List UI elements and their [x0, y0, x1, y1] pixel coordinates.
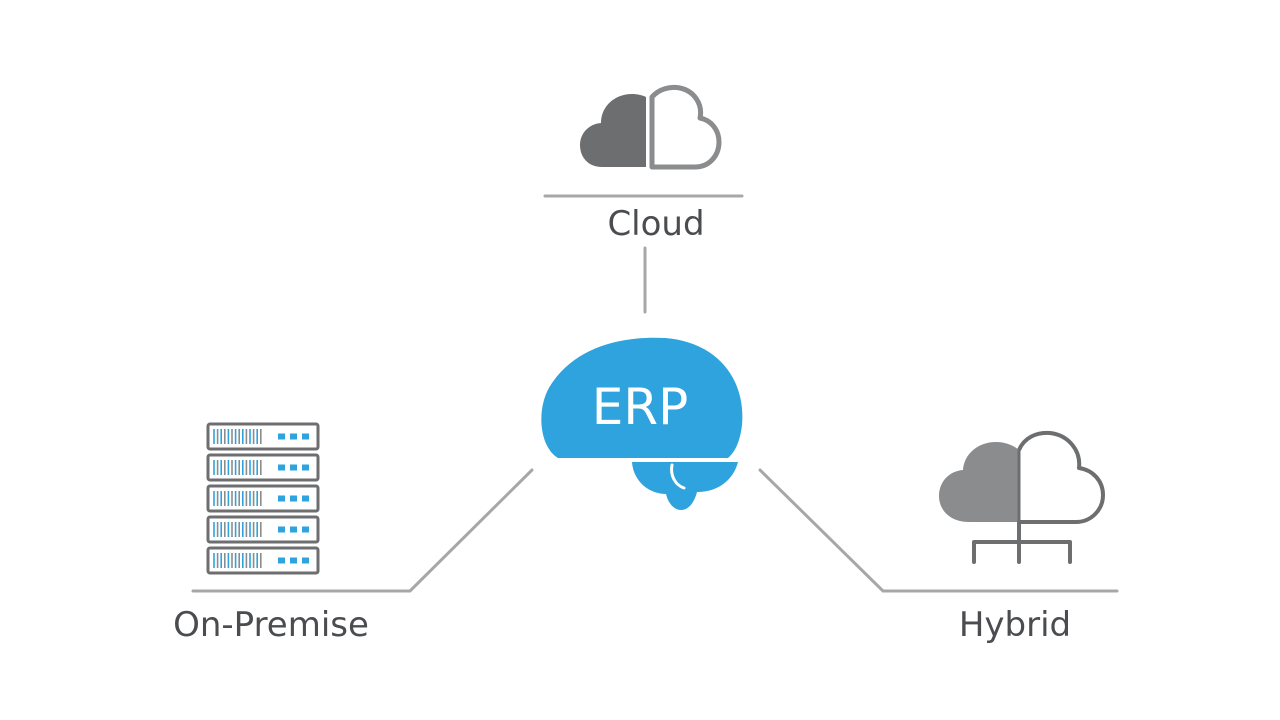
cloud-label: Cloud — [607, 204, 705, 244]
server-unit — [206, 484, 320, 513]
server-unit — [206, 453, 320, 482]
server-unit — [206, 422, 320, 451]
hybrid-cloud-icon — [939, 430, 1105, 564]
brain-icon — [541, 337, 743, 510]
hybrid-connector — [758, 468, 1119, 593]
erp-label: ERP — [591, 378, 689, 436]
connectors — [191, 194, 1119, 593]
hybrid-label: Hybrid — [958, 605, 1072, 645]
server-unit — [206, 515, 320, 544]
on-premise-connector — [191, 468, 534, 593]
on-premise-label: On-Premise — [173, 605, 369, 645]
cloud-icon — [580, 84, 722, 170]
server-unit — [206, 546, 320, 575]
server-rack-icon — [206, 422, 320, 575]
